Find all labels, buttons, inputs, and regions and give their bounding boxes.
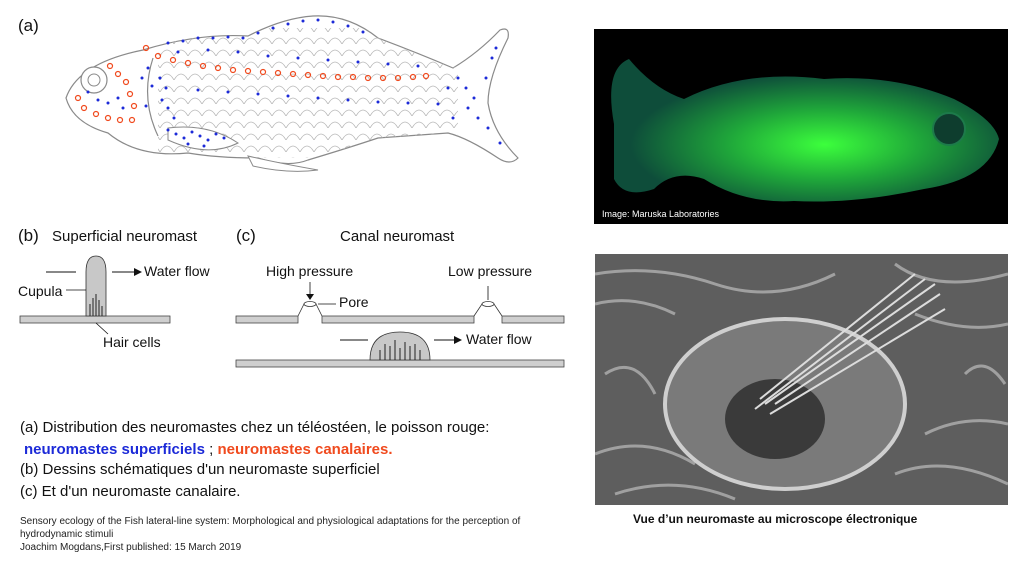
caption-legend-line: neuromastes superficiels ; neuromastes c…: [24, 440, 393, 460]
panel-b-label: (b): [18, 226, 39, 245]
cupula-label: Cupula: [18, 283, 63, 299]
canal-neuromast-diagram: [235, 282, 565, 368]
caption-line-c: (c) Et d'un neuromaste canalaire.: [20, 483, 241, 500]
low-pressure-label: Low pressure: [448, 263, 533, 279]
em-neuromast-photo: [595, 254, 1008, 505]
superficial-neuromast-diagram: [19, 255, 171, 335]
panel-a-label: (a): [18, 16, 39, 35]
reference-line-2: hydrodynamic stimuli: [20, 529, 114, 540]
water-flow-label-c: Water flow: [466, 331, 532, 347]
goldfish-diagram: [65, 15, 519, 172]
fluorescent-fish-photo: Image: Maruska Laboratories: [594, 29, 1008, 224]
legend-superficial: neuromastes superficiels: [24, 441, 205, 458]
caption-line-a: (a) Distribution des neuromastes chez un…: [20, 419, 490, 436]
superficial-neuromast-markers: [86, 18, 502, 148]
panel-c-label: (c): [236, 226, 256, 245]
legend-canal: neuromastes canalaires.: [217, 441, 393, 458]
reference-citation: Sensory ecology of the Fish lateral-line…: [20, 515, 580, 554]
panel-c-title: Canal neuromast: [340, 228, 455, 245]
reference-line-1: Sensory ecology of the Fish lateral-line…: [20, 516, 521, 527]
water-flow-label-b: Water flow: [144, 263, 210, 279]
pore-label: Pore: [339, 294, 369, 310]
canal-neuromast-markers: [74, 44, 430, 124]
panel-b-title: Superficial neuromast: [52, 228, 198, 245]
legend-separator: ;: [204, 441, 218, 458]
hair-cells-label: Hair cells: [103, 334, 161, 350]
em-photo-caption: Vue d’un neuromaste au microscope électr…: [633, 512, 918, 526]
photo-credit: Image: Maruska Laboratories: [602, 209, 720, 219]
caption-line-b: (b) Dessins schématiques d'un neuromaste…: [20, 461, 380, 478]
reference-line-3: Joachim Mogdans,First published: 15 Marc…: [20, 542, 242, 553]
high-pressure-label: High pressure: [266, 263, 354, 279]
